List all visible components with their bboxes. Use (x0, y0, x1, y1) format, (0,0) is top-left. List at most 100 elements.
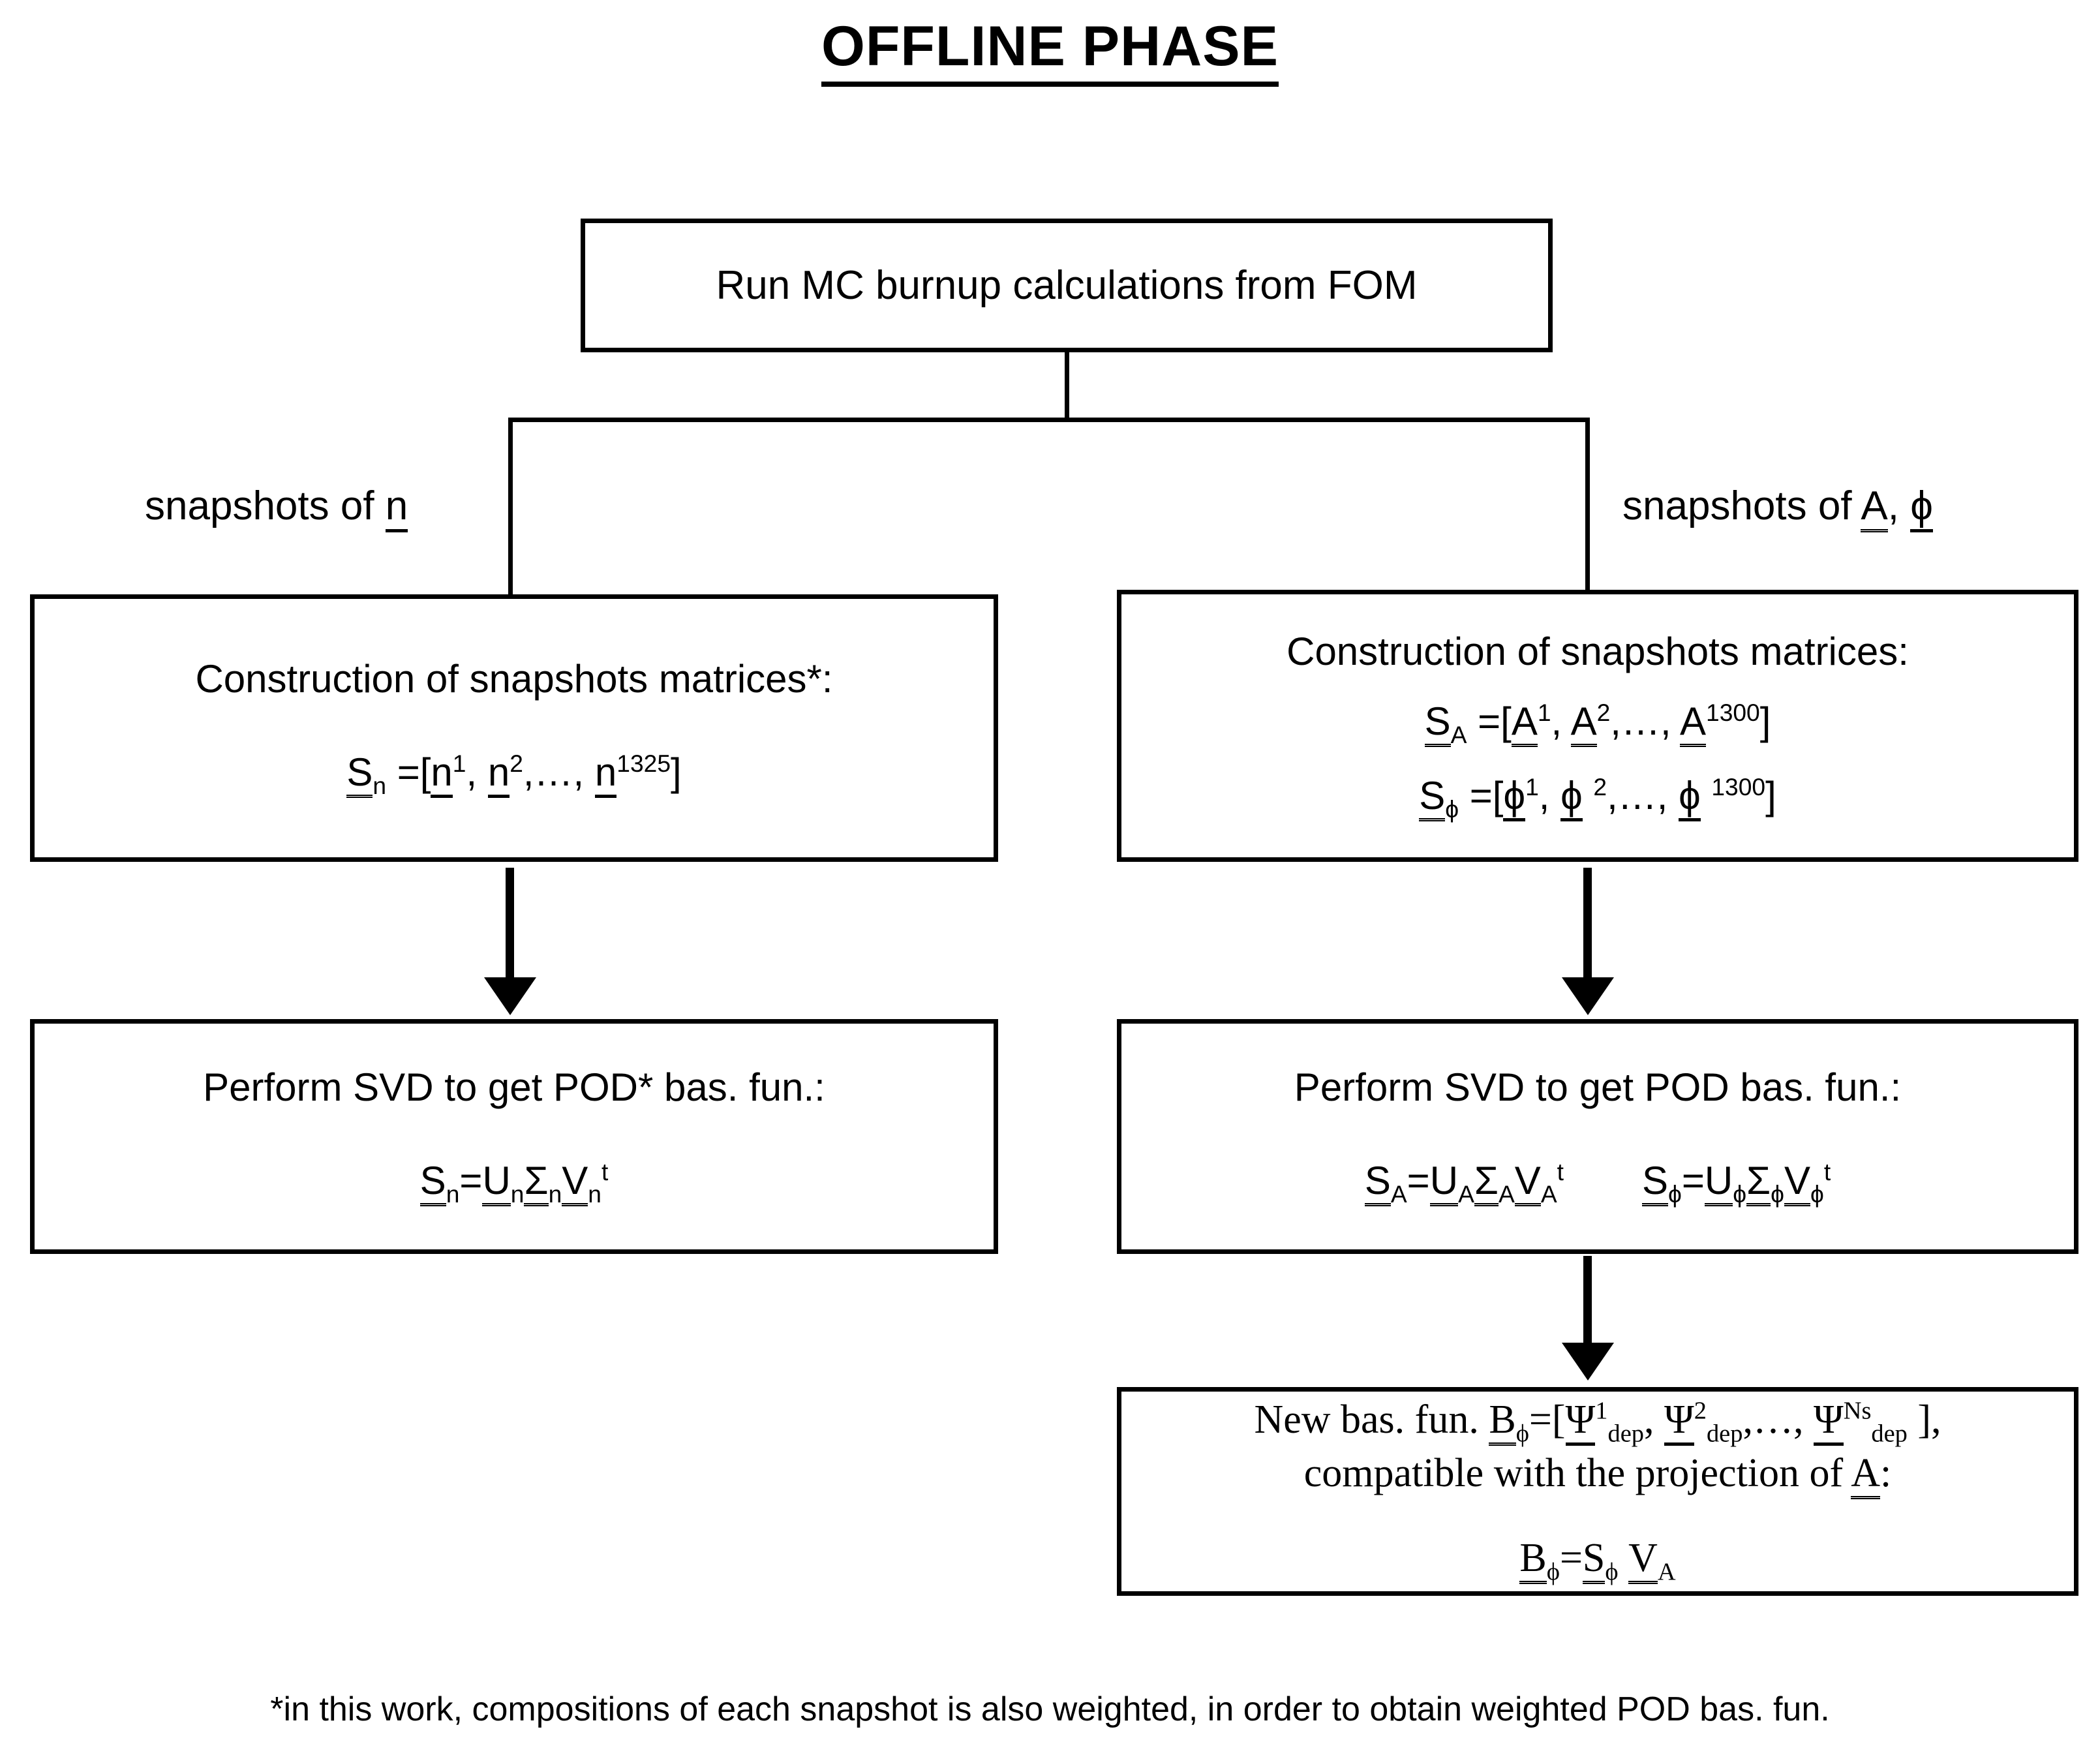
eq-sign: = (1469, 774, 1493, 818)
sup-2: 2 (1694, 1397, 1707, 1425)
sym-psi1: Ψ (1565, 1397, 1596, 1446)
equation-Sphi-snapshots: Sϕ =[ϕ1, ϕ 2,…, ϕ 1300] (1419, 772, 1776, 824)
equation-Sn-svd: Sn=UnΣnVnt (419, 1157, 609, 1209)
bracket-open: [ (1500, 699, 1512, 743)
sym-U: U (1429, 1159, 1459, 1207)
sub-phi: ϕ (1546, 1558, 1560, 1586)
box-right-construction-title: Construction of snapshots matrices: (1286, 629, 1909, 673)
sym-V: V (1784, 1159, 1810, 1207)
box-left-construction-title: Construction of snapshots matrices*: (195, 657, 833, 701)
eq-sign: = (1529, 1397, 1552, 1442)
sub-phi: ϕ (1771, 1180, 1784, 1208)
comma-1: , (466, 750, 478, 795)
sym-V: V (1514, 1159, 1541, 1207)
eq-sign: = (397, 750, 420, 795)
sym-A: A (1851, 1451, 1881, 1500)
box-right-construction-snapshots[interactable]: Construction of snapshots matrices: SA =… (1117, 590, 2078, 862)
arrow-left-snapshots-to-svd-stem (506, 868, 514, 982)
sub-n: n (373, 772, 387, 800)
comma-1: , (1644, 1397, 1654, 1442)
sym-A2: A (1570, 699, 1597, 747)
sym-n2: n (487, 750, 510, 799)
symbol-n: n (385, 483, 408, 532)
sym-n1: n (431, 750, 453, 799)
connector-left-drop (508, 418, 513, 596)
sym-S: S (419, 1159, 446, 1207)
sub-dep: dep (1706, 1420, 1743, 1448)
ellipsis-1: ,…, (523, 750, 585, 795)
connector-top-stem (1065, 352, 1069, 420)
eq-sign: = (1681, 1159, 1705, 1203)
new-basis-line2: compatible with the projection of A: (1304, 1449, 1891, 1500)
sup-1: 1 (1595, 1397, 1608, 1425)
bracket-close: ] (1759, 699, 1771, 743)
sym-psiNs: Ψ (1813, 1397, 1844, 1446)
box-new-basis-functions[interactable]: New bas. fun. Bϕ=[Ψ1dep, Ψ2dep,…, ΨNsdep… (1117, 1387, 2078, 1596)
arrow-right-svd-to-newbasis-head (1562, 1343, 1614, 1381)
bracket-open: [ (1551, 1397, 1566, 1442)
sub-A: A (1498, 1180, 1515, 1208)
new-basis-line1: New bas. fun. Bϕ=[Ψ1dep, Ψ2dep,…, ΨNsdep… (1254, 1397, 1941, 1448)
equation-new-basis: Bϕ=Sϕ VA (1519, 1534, 1676, 1587)
sub-phi: ϕ (1605, 1558, 1619, 1586)
box-right-perform-svd[interactable]: Perform SVD to get POD bas. fun.: SA=UAΣ… (1117, 1019, 2078, 1254)
sym-phi1300: ϕ (1679, 774, 1701, 822)
sub-A: A (1540, 1180, 1557, 1208)
branch-label-right: snapshots of A, ϕ (1622, 483, 1933, 532)
sup-1: 1 (1525, 773, 1539, 801)
sym-S: S (1641, 1159, 1668, 1207)
eq-sign: = (1559, 1535, 1583, 1580)
connector-right-drop (1585, 418, 1590, 592)
eq-sign: = (459, 1159, 483, 1203)
sym-U: U (1704, 1159, 1733, 1207)
sub-A: A (1458, 1180, 1474, 1208)
equation-Sphi-svd: Sϕ=UϕΣϕVϕt (1641, 1157, 1831, 1209)
sup-2: 2 (510, 750, 523, 778)
sub-phi: ϕ (1810, 1180, 1824, 1208)
box-left-perform-svd[interactable]: Perform SVD to get POD* bas. fun.: Sn=Un… (30, 1019, 998, 1254)
bracket-open: [ (419, 750, 431, 795)
comma-glyph: , (1887, 483, 1899, 528)
sub-A: A (1450, 720, 1467, 748)
sym-Sigma: Σ (1746, 1159, 1771, 1207)
equation-row-svd: SA=UAΣAVAt Sϕ=UϕΣϕVϕt (1364, 1157, 1831, 1209)
sup-1300: 1300 (1706, 698, 1760, 726)
sub-A: A (1390, 1180, 1407, 1208)
sym-B: B (1489, 1397, 1516, 1446)
comma-1: , (1551, 699, 1562, 743)
sym-n1325: n (594, 750, 617, 799)
equation-SA-snapshots: SA =[A1, A2,…, A1300] (1424, 697, 1771, 750)
sup-t: t (601, 1158, 609, 1186)
box-right-svd-title: Perform SVD to get POD bas. fun.: (1294, 1065, 1902, 1110)
sub-n: n (510, 1180, 525, 1208)
sub-dep: dep (1871, 1420, 1908, 1448)
sup-1: 1 (452, 750, 466, 778)
sub-n: n (588, 1180, 601, 1208)
sub-A: A (1657, 1558, 1676, 1586)
footnote: *in this work, compositions of each snap… (270, 1690, 1830, 1728)
bracket-open: [ (1492, 774, 1504, 818)
sub-phi: ϕ (1668, 1180, 1682, 1208)
connector-split-bar (508, 418, 1590, 422)
bracket-close: ] (1917, 1397, 1932, 1442)
sup-1: 1 (1537, 698, 1551, 726)
arrow-right-snapshots-to-svd-head (1562, 977, 1614, 1015)
arrow-left-snapshots-to-svd-head (484, 977, 536, 1015)
box-left-construction-snapshots[interactable]: Construction of snapshots matrices*: Sn … (30, 594, 998, 862)
equation-Sn-snapshots: Sn =[n1, n2,…, n1325] (346, 748, 682, 801)
arrow-right-snapshots-to-svd-stem (1583, 868, 1592, 982)
sym-V: V (562, 1159, 588, 1207)
sym-Sigma: Σ (1474, 1159, 1499, 1207)
sup-Ns: Ns (1843, 1397, 1872, 1425)
comma-1: , (1538, 774, 1550, 818)
ellipsis-1: ,…, (1607, 774, 1668, 818)
sup-1325: 1325 (616, 750, 671, 778)
sup-1300: 1300 (1711, 773, 1766, 801)
sub-n: n (446, 1180, 460, 1208)
sym-S: S (1424, 699, 1451, 747)
box-run-mc-burnup[interactable]: Run MC burnup calculations from FOM (581, 219, 1553, 352)
sym-U: U (482, 1159, 511, 1207)
eq-sign: = (1407, 1159, 1430, 1203)
sym-phi1: ϕ (1503, 774, 1526, 822)
